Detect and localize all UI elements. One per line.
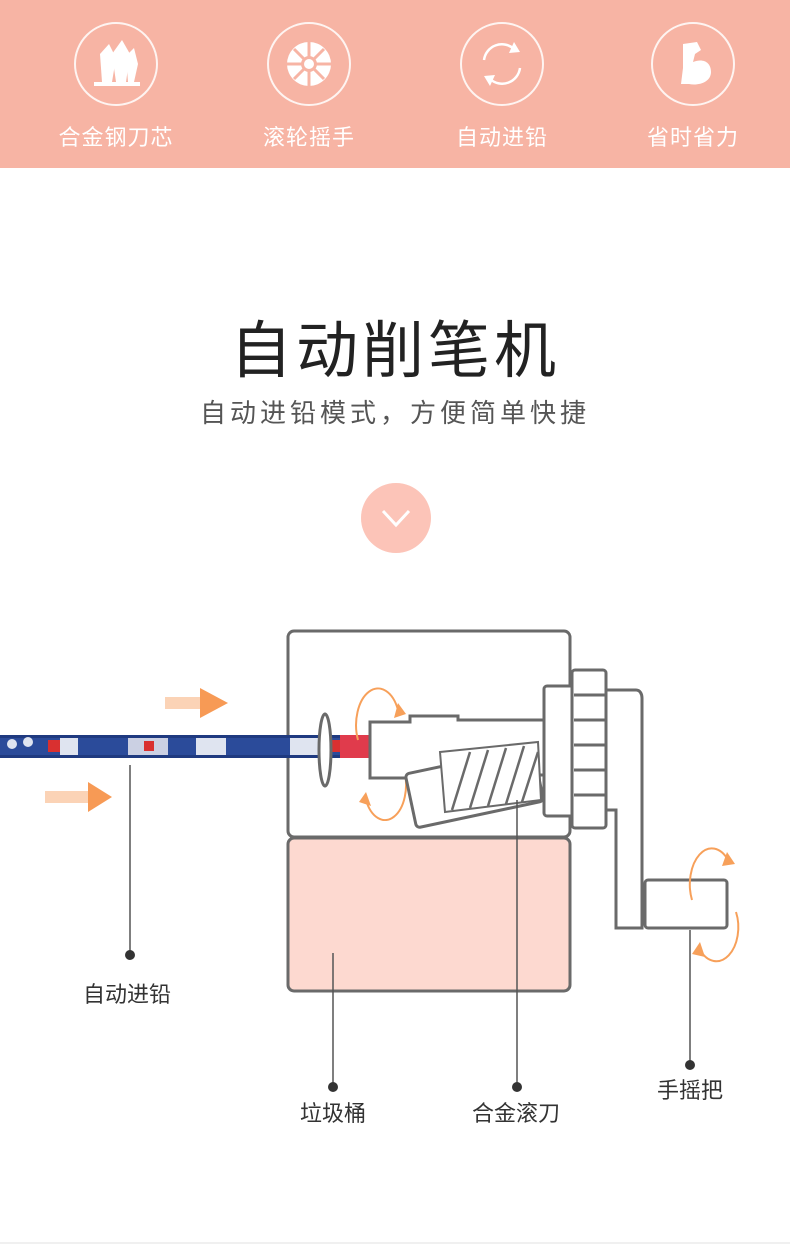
callout-hand-crank: 手摇把 bbox=[657, 1079, 724, 1104]
callout-auto-feed: 自动进铅 bbox=[83, 983, 172, 1008]
feature-label: 省时省力 bbox=[646, 126, 739, 151]
divider bbox=[0, 1242, 790, 1244]
callout-waste-bin: 垃圾桶 bbox=[300, 1102, 367, 1127]
blade-hatching bbox=[450, 745, 540, 811]
wheel-icon bbox=[267, 22, 351, 106]
crank-rotation-icon bbox=[688, 847, 740, 963]
feature-label: 自动进铅 bbox=[455, 126, 548, 151]
callout-alloy-blade: 合金滚刀 bbox=[472, 1102, 561, 1127]
muscle-arm-icon bbox=[651, 22, 735, 106]
feature-label: 滚轮摇手 bbox=[262, 126, 355, 151]
callout-lines bbox=[129, 765, 691, 1085]
hand-crank bbox=[604, 688, 729, 930]
feature-band: 合金钢刀芯 滚轮摇手 bbox=[0, 0, 790, 168]
feature-alloy-blade: 合金钢刀芯 bbox=[41, 22, 191, 152]
page-title: 自动削笔机 bbox=[229, 314, 560, 387]
feed-arrow-upper-icon bbox=[165, 688, 228, 718]
page-subtitle: 自动进铅模式，方便简单快捷 bbox=[199, 399, 590, 429]
pencil bbox=[0, 735, 460, 758]
scroll-down-button[interactable] bbox=[361, 483, 431, 553]
feature-wheel-crank: 滚轮摇手 bbox=[234, 22, 384, 152]
chevron-down-icon bbox=[381, 509, 411, 528]
cycle-arrows-icon bbox=[460, 22, 544, 106]
waste-bin bbox=[286, 836, 572, 993]
entry-hole bbox=[317, 712, 333, 788]
callout-dots bbox=[125, 950, 695, 1092]
feature-auto-feed: 自动进铅 bbox=[427, 22, 577, 152]
crystal-icon bbox=[74, 22, 158, 106]
sharpener-diagram bbox=[0, 629, 740, 1092]
feed-arrow-lower-icon bbox=[45, 782, 112, 812]
gear-wheel bbox=[542, 668, 608, 830]
feature-save-effort: 省时省力 bbox=[618, 22, 768, 152]
feature-label: 合金钢刀芯 bbox=[58, 126, 174, 151]
